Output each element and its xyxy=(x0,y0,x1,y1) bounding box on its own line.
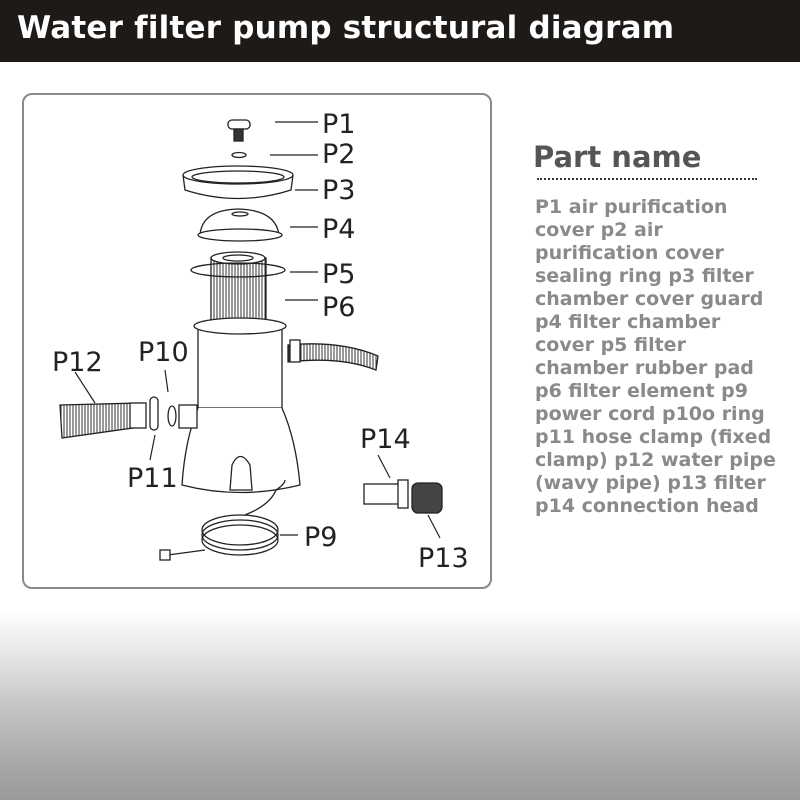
filter-element-part xyxy=(210,251,267,329)
label-p3: P3 xyxy=(322,175,355,206)
rubber-pad-part xyxy=(190,262,286,278)
dotted-divider xyxy=(537,178,757,180)
label-p11: P11 xyxy=(127,463,178,494)
label-p5: P5 xyxy=(322,259,355,290)
part-name-heading: Part name xyxy=(533,140,702,174)
label-p4: P4 xyxy=(322,214,355,245)
leader-lines xyxy=(74,121,441,539)
label-p9: P9 xyxy=(304,522,337,553)
power-cord-part xyxy=(159,489,279,561)
label-p12: P12 xyxy=(52,347,103,378)
pump-body xyxy=(181,317,301,494)
label-p2: P2 xyxy=(322,139,355,170)
o-ring-part xyxy=(167,405,177,427)
label-p10: P10 xyxy=(138,337,189,368)
filter-part xyxy=(411,482,443,514)
cover-guard-part xyxy=(182,165,294,200)
hose-clamp-part xyxy=(149,396,159,431)
water-pipe-part xyxy=(59,402,141,439)
chamber-cover-part xyxy=(197,208,283,242)
part-list-description: P1 air purification cover p2 air purific… xyxy=(535,196,776,517)
sealing-ring-part xyxy=(231,151,247,159)
page-title: Water filter pump structural diagram xyxy=(17,10,675,46)
label-p1: P1 xyxy=(322,109,355,140)
label-p6: P6 xyxy=(322,292,355,323)
connection-head-part xyxy=(363,483,403,505)
header-bar: Water filter pump structural diagram xyxy=(0,0,800,62)
label-p13: P13 xyxy=(418,543,469,574)
outlet-hose xyxy=(287,343,379,371)
label-p14: P14 xyxy=(360,424,411,455)
air-purification-cover-part xyxy=(227,119,251,142)
